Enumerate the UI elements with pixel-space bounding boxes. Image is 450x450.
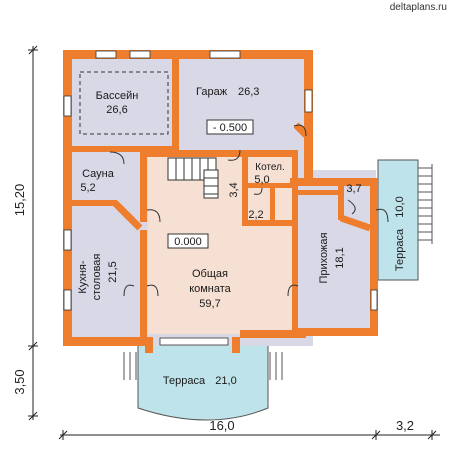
dim-main-height: 15,20: [12, 184, 27, 217]
garage-level-box: [206, 119, 254, 135]
hall-area: 18,1: [334, 247, 346, 268]
garage-name: Гараж: [196, 86, 228, 98]
living-level-box: [167, 233, 209, 249]
living-area: 59,7: [199, 298, 220, 310]
windows: [63, 50, 378, 346]
sauna-name: Сауна: [82, 168, 115, 180]
terrace-side-area-label: 10,0: [394, 196, 406, 217]
door-swings: [109, 124, 389, 297]
kitchen-area: 21,5: [107, 261, 119, 282]
exterior-walls: [63, 50, 378, 353]
terrace-front-name: Терраса: [163, 375, 206, 387]
dimension-lines: [28, 45, 440, 440]
boiler-area: 5,0: [254, 174, 269, 186]
pool-area: 26,6: [106, 104, 127, 116]
terrace-front-area-label: 21,0: [215, 375, 236, 387]
site-url: deltaplans.ru: [390, 2, 447, 13]
living-name-2: комната: [189, 283, 231, 295]
sauna-area: 5,2: [80, 182, 95, 194]
terrace-side-steps: [418, 164, 433, 244]
dim-terrace-width: 3,2: [396, 418, 414, 433]
stair-hall-area: 3,4: [228, 182, 240, 197]
dim-terrace-depth: 3,50: [12, 369, 27, 394]
storage-area: 3,7: [346, 183, 361, 195]
garage-level: - 0.500: [213, 122, 247, 134]
terrace-front-area: [137, 344, 269, 421]
kitchen-name-1: Кухня-: [77, 260, 89, 293]
terrace-front-steps: [123, 352, 283, 380]
interior-walls: [63, 50, 344, 344]
pool-basin: [79, 71, 169, 135]
hall-name: Прихожая: [318, 232, 330, 283]
diagonal-walls: [112, 122, 372, 232]
wc-area: 2,2: [248, 209, 263, 221]
terrace-side-area: [377, 159, 419, 281]
living-floor: [148, 156, 298, 334]
pool-name: Бассейн: [96, 90, 139, 102]
boiler-name: Котел.: [255, 162, 284, 173]
stair: [167, 157, 219, 199]
terrace-side-name: Терраса: [394, 228, 406, 271]
garage-area: 26,3: [238, 86, 259, 98]
kitchen-name-2: столовая: [91, 254, 103, 301]
dim-main-width: 16,0: [209, 418, 234, 433]
living-level: 0.000: [174, 236, 202, 248]
living-name-1: Общая: [192, 268, 228, 280]
hall-floor: [298, 170, 376, 336]
